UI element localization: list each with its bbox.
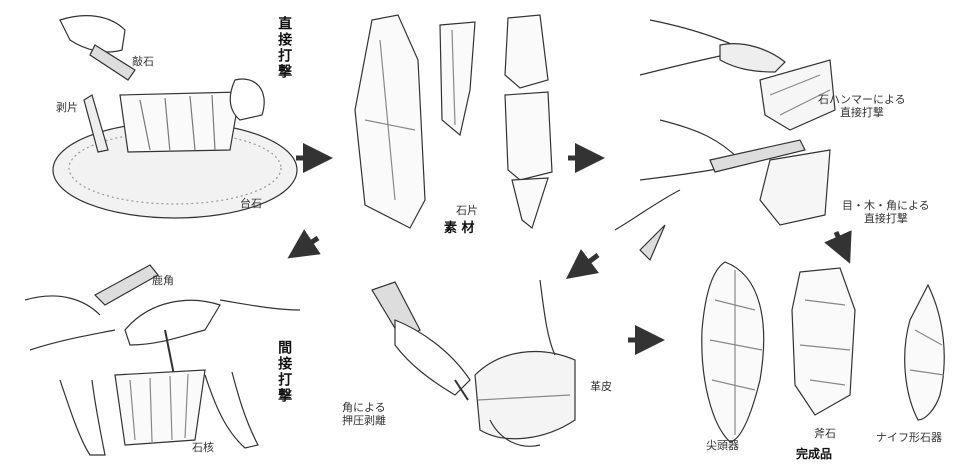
label-anvil: 台石 <box>240 198 262 211</box>
core-block <box>115 370 205 445</box>
holding-hand <box>125 300 220 345</box>
label-blade-tool: ナイフ形石器 <box>876 432 942 445</box>
antler-punch <box>95 265 158 305</box>
blade-segment-middle <box>505 92 552 180</box>
arrow-knapping-to-pressure <box>578 255 598 270</box>
indirect-percussion-scene <box>25 265 300 455</box>
label-deer-antler: 鹿角 <box>152 275 174 288</box>
blade-segment-upper <box>505 15 548 88</box>
hand-right <box>230 79 264 120</box>
label-pressure-flaking: 角による 押圧剥離 <box>342 402 386 427</box>
hammerstone-hand <box>720 44 785 72</box>
label-blank: 素 材 <box>444 222 475 237</box>
large-flake <box>355 15 425 228</box>
label-leather-pad: 革皮 <box>590 381 612 394</box>
ovate-biface <box>702 262 764 442</box>
label-stone-hammer-knapping: 石ハンマーによる 直接打撃 <box>818 94 906 119</box>
preform-lower <box>760 150 830 225</box>
foot-left <box>60 380 105 455</box>
pressing-hand <box>395 320 470 395</box>
label-antler-knapping-line2: 直接打撃 <box>842 213 930 226</box>
label-flake-center: 石片 <box>456 205 478 218</box>
axe-shaped-tool <box>792 268 855 415</box>
blade-segment-tip <box>512 178 548 228</box>
label-finished-products: 完成品 <box>796 448 832 462</box>
label-antler-knapping-line1: 目・木・角による <box>842 200 930 213</box>
label-axe-tool: 斧石 <box>814 428 836 441</box>
arrow-knapping-to-products <box>836 232 844 250</box>
label-stone-hammer-line2: 直接打撃 <box>818 107 906 120</box>
direct-percussion-scene <box>53 16 297 218</box>
percussion-knapping-scene <box>615 20 835 260</box>
label-ovate-tool: 尖頭器 <box>706 440 739 453</box>
core-stone <box>120 92 240 152</box>
foot-right <box>205 372 258 448</box>
label-indirect-percussion: 間接打撃 <box>276 340 292 404</box>
blank-flakes-scene <box>355 15 552 228</box>
label-direct-percussion: 直接打撃 <box>276 16 292 80</box>
finished-products-scene <box>702 262 944 442</box>
label-pressure-line1: 角による <box>342 402 386 415</box>
narrow-blade <box>440 22 475 135</box>
pressure-flaking-scene <box>372 280 575 446</box>
label-pressure-line2: 押圧剥離 <box>342 415 386 428</box>
arrow-indirect-to-blank <box>300 238 318 250</box>
label-core: 石核 <box>192 442 214 455</box>
knife-shaped-blade <box>905 285 945 420</box>
label-stone-hammer-line1: 石ハンマーによる <box>818 94 906 107</box>
label-antler-knapping: 目・木・角による 直接打撃 <box>842 200 930 225</box>
label-hammerstone: 敲石 <box>132 56 154 69</box>
label-flake: 剥片 <box>56 102 78 115</box>
hand-upper <box>60 16 125 52</box>
